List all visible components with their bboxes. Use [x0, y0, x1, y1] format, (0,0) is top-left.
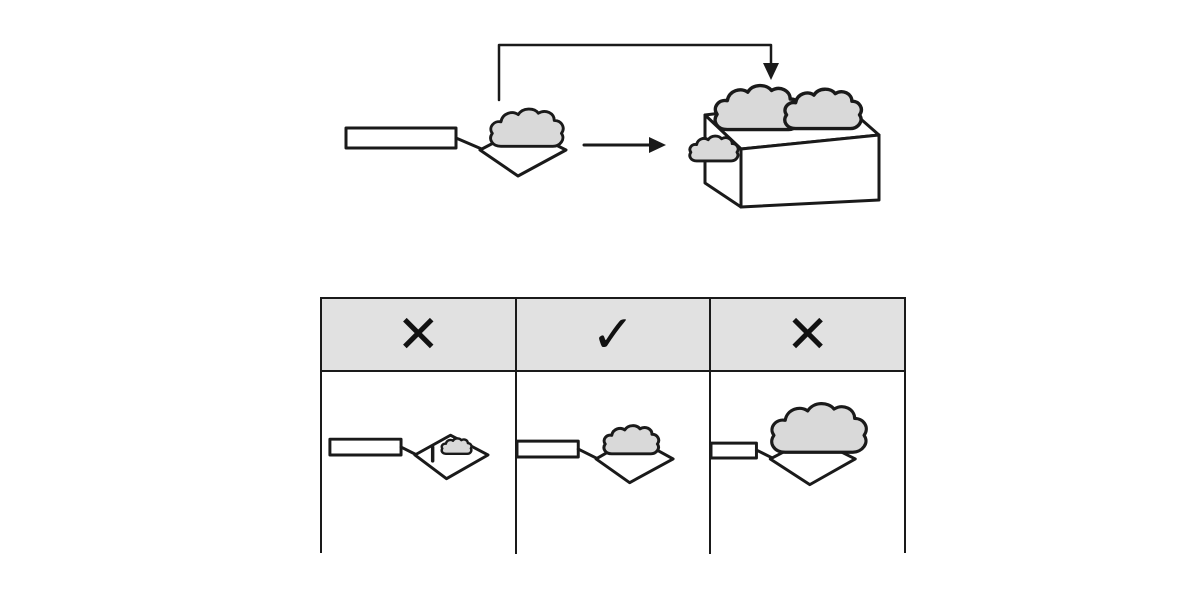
mortar-blob-medium — [602, 424, 660, 456]
cell-correct — [516, 372, 712, 554]
table-body-row — [322, 372, 905, 554]
top-flow-diagram — [344, 43, 881, 209]
scoop-amount-table: ✕ ✓ ✕ — [320, 297, 906, 554]
trowel-handle — [328, 437, 403, 457]
arrow-right-icon — [582, 137, 666, 153]
header-cell-correct: ✓ — [517, 299, 712, 370]
trowel-with-mortar — [344, 107, 568, 178]
cross-icon: ✕ — [785, 304, 830, 365]
mortar-blob-small — [440, 437, 473, 455]
mortar-blob-large — [770, 402, 869, 454]
mortar-box — [688, 83, 881, 209]
check-icon: ✓ — [591, 304, 635, 365]
trowel-handle — [344, 126, 458, 150]
box-mortar-side — [688, 134, 740, 163]
trowel-small-scoop — [328, 433, 490, 481]
header-cell-too-much: ✕ — [711, 299, 904, 370]
header-cell-too-little: ✕ — [322, 299, 517, 370]
trowel-handle — [711, 441, 759, 460]
cell-too-much — [711, 372, 905, 554]
trowel-handle — [516, 439, 580, 459]
trowel-neck — [454, 136, 486, 152]
trowel-large-scoop — [711, 402, 869, 487]
box-front-face — [739, 133, 881, 209]
cross-icon: ✕ — [396, 304, 441, 365]
trowel-neck — [576, 447, 600, 461]
table-header-row: ✕ ✓ ✕ — [322, 299, 904, 372]
box-mortar-top-right — [783, 87, 864, 131]
trowel-medium-scoop — [516, 424, 675, 485]
mortar-blob — [489, 107, 565, 148]
cell-too-little — [322, 372, 517, 554]
return-arrow — [497, 43, 779, 102]
